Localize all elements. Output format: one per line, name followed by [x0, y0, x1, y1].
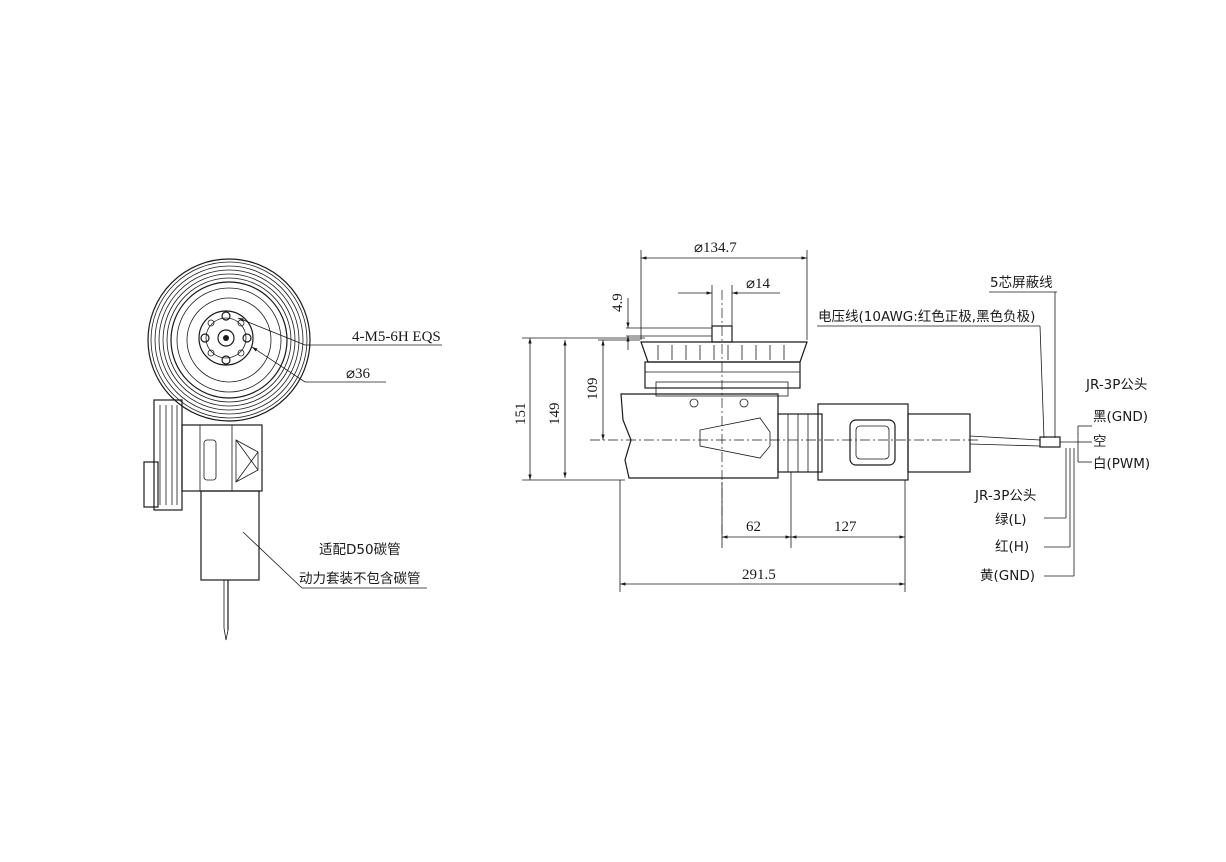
front-view: 4-M5-6H EQS ⌀36 适配D50碳管 动力套装不包含碳管	[143, 258, 442, 641]
dim-shaft-diameter: ⌀14	[746, 276, 771, 292]
shield-cable-label: 5芯屏蔽线	[990, 275, 1053, 291]
side-leaders	[817, 291, 1092, 577]
dim-width-62: 62	[746, 519, 761, 535]
jr-connector-bottom-label: JR-3P公头	[974, 488, 1036, 504]
jr-connector-top-label: JR-3P公头	[1085, 377, 1147, 393]
front-leaders	[237, 317, 442, 589]
side-dimensions	[522, 250, 906, 592]
side-arm	[620, 393, 971, 481]
dim-width-127: 127	[834, 519, 857, 535]
tube-fit-label: 适配D50碳管	[319, 542, 401, 558]
dim-prop-diameter: ⌀134.7	[694, 240, 737, 256]
side-view	[522, 250, 1092, 592]
white-pwm-label: 白(PWM)	[1093, 456, 1150, 472]
side-motor	[640, 325, 808, 397]
side-cables	[969, 435, 1078, 448]
holes-label: 4-M5-6H EQS	[352, 329, 441, 345]
power-cable-label: 电压线(10AWG:红色正极,黑色负极)	[818, 308, 1035, 325]
dim-height-151: 151	[513, 403, 529, 426]
motor-hub	[198, 310, 254, 366]
red-h-label: 红(H)	[995, 539, 1029, 555]
motor-ring	[147, 258, 311, 422]
dim-height-149: 149	[547, 403, 563, 426]
tube-note-label: 动力套装不包含碳管	[299, 571, 421, 587]
dim-offset: 4.9	[610, 293, 626, 312]
bore-label: ⌀36	[346, 366, 371, 382]
yellow-gnd-label: 黄(GND)	[980, 568, 1035, 584]
black-gnd-label: 黑(GND)	[1093, 409, 1148, 425]
carbon-tube	[200, 490, 260, 641]
arm-mount	[143, 399, 263, 511]
green-l-label: 绿(L)	[995, 512, 1027, 528]
empty-pin-label: 空	[1093, 434, 1107, 450]
dim-height-109: 109	[585, 378, 601, 401]
dim-width-291: 291.5	[742, 567, 776, 583]
